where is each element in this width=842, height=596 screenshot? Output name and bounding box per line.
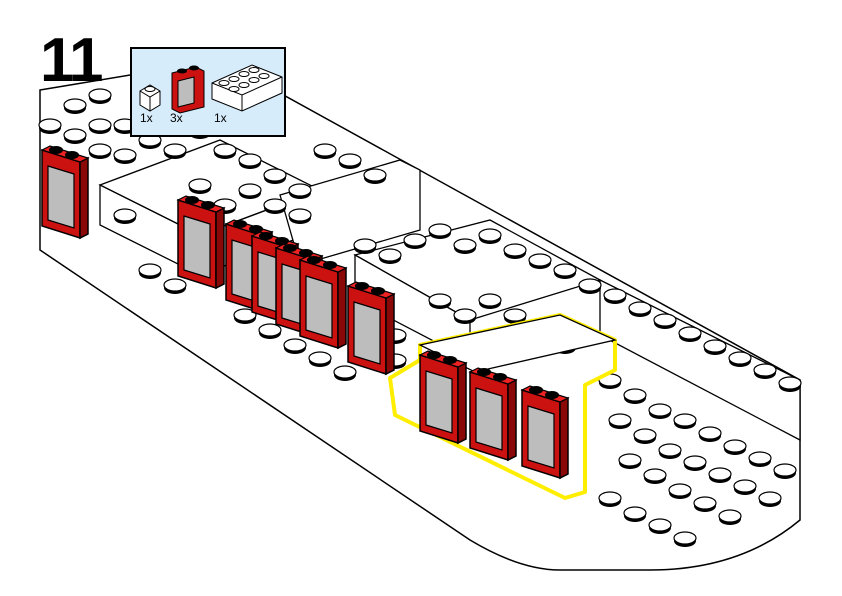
red-window-frame-icon [171,65,205,114]
step-highlight [388,313,618,500]
white-1x1-brick-icon [139,84,161,112]
part-qty-red-window: 3x [170,111,183,125]
parts-list-callout: 1x 3x 1x [130,47,286,137]
part-qty-white-2x4: 1x [214,111,227,125]
part-qty-white-1x1: 1x [140,111,153,125]
white-2x4-brick-icon [211,64,283,112]
step-number: 11 [40,26,104,95]
